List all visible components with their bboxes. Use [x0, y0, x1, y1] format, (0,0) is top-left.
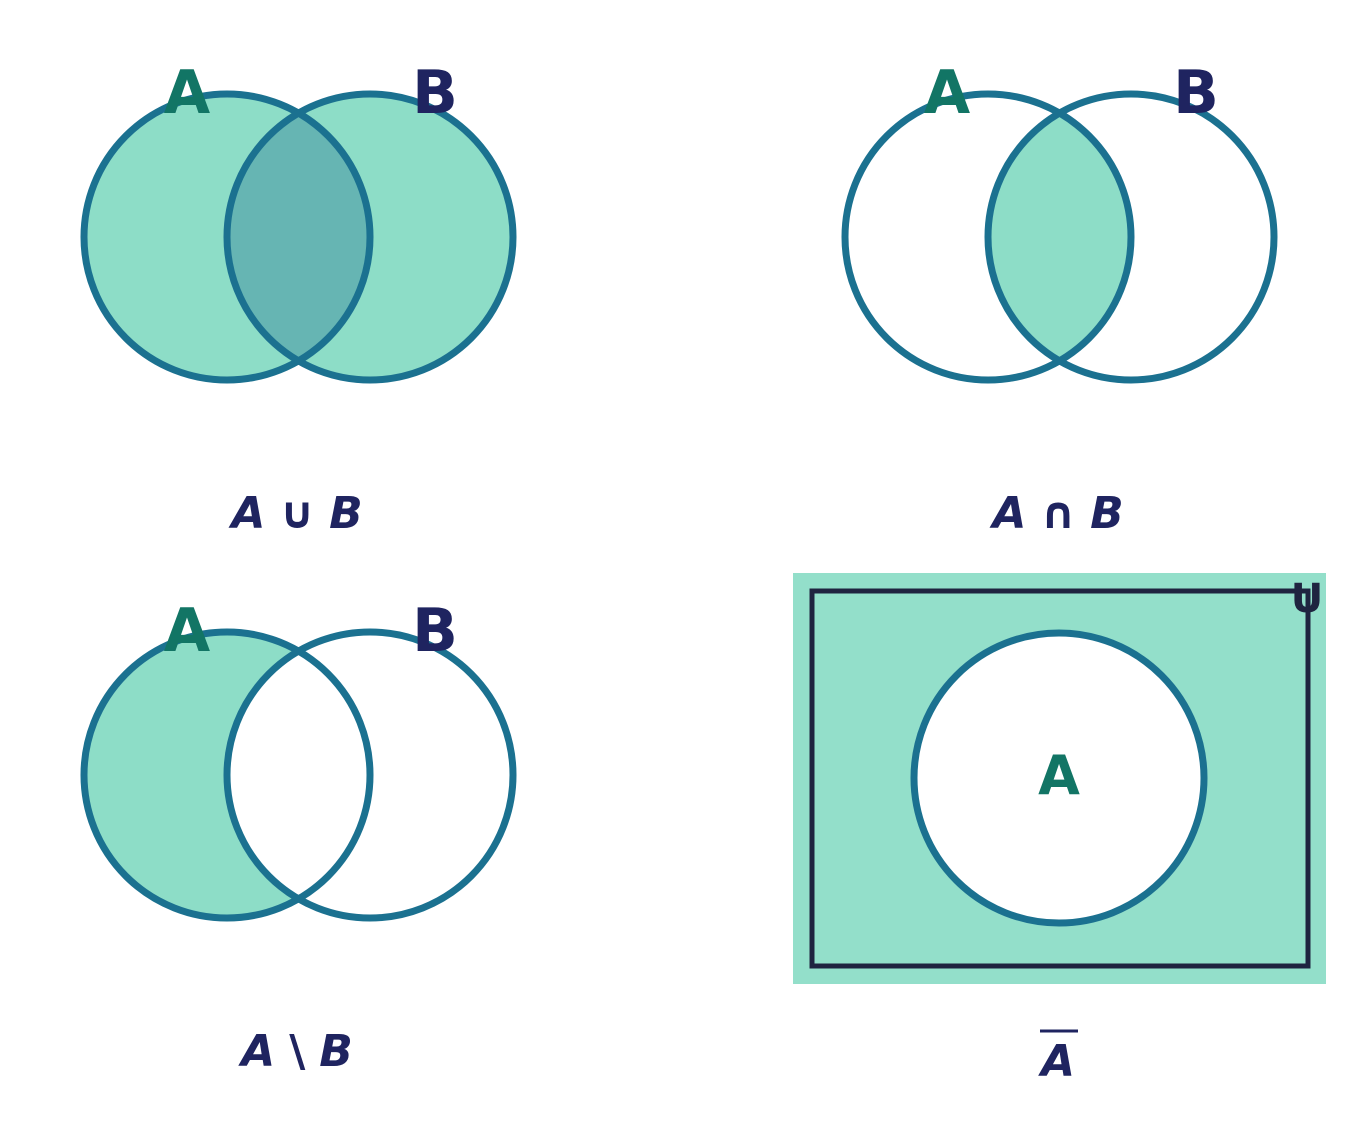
complement-panel: U A A: [793, 573, 1326, 1087]
union-circle-b-outline: [223, 90, 517, 384]
union-panel: A B A∪B: [80, 58, 517, 539]
union-overlap-region: [227, 94, 370, 380]
union-circle-a-outline: [80, 90, 374, 384]
difference-caption: A\B: [238, 1026, 353, 1077]
union-caption: A∪B: [228, 488, 362, 539]
complement-circle-a: [910, 629, 1208, 927]
union-label-a: A: [164, 58, 211, 128]
difference-label-a: A: [164, 596, 211, 666]
difference-circle-b-outline: [223, 628, 517, 922]
universe-frame: [809, 588, 1311, 969]
union-label-b: B: [412, 58, 458, 128]
intersection-caption: A∩B: [989, 488, 1123, 539]
intersection-label-b: B: [1173, 58, 1219, 128]
intersection-panel: A B A∩B: [841, 58, 1278, 539]
universe-label: U: [1291, 576, 1323, 622]
complement-caption: A: [1038, 1036, 1075, 1087]
intersection-circle-b-outline: [984, 90, 1278, 384]
difference-panel: A B A\B: [80, 596, 517, 1077]
intersection-circle-a-outline: [841, 90, 1135, 384]
difference-circle-a-outline: [80, 628, 374, 922]
intersection-label-a: A: [924, 58, 971, 128]
complement-label-a: A: [1038, 744, 1080, 807]
intersection-overlap-region: [988, 94, 1131, 380]
difference-label-b: B: [412, 596, 458, 666]
